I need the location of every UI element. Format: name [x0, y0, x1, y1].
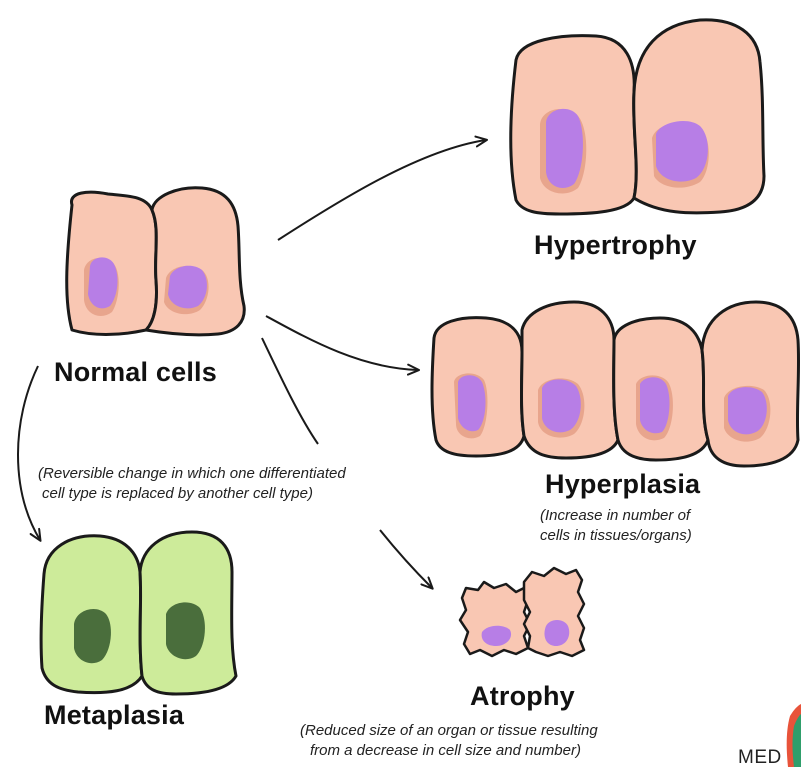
arrow-to-hyperplasia [266, 316, 418, 370]
hypertrophy-cell-right [634, 20, 764, 213]
hypertrophy-cells [511, 20, 764, 214]
note-hyperplasia-line-1: (Increase in number of [540, 506, 770, 526]
note-metaplasia: (Reversible change in which one differen… [38, 464, 438, 504]
metaplasia-cell-right [140, 532, 236, 694]
metaplasia-cell-left [41, 536, 142, 693]
watermark-logo [787, 704, 801, 767]
label-metaplasia: Metaplasia [44, 700, 184, 731]
arrow-to-metaplasia [18, 366, 40, 540]
note-hyperplasia-line-2: cells in tissues/organs) [540, 526, 770, 546]
note-hyperplasia: (Increase in number of cells in tissues/… [540, 506, 770, 546]
normal-cells [67, 188, 245, 335]
normal-cell-right [146, 188, 244, 335]
hyperplasia-cell-2 [522, 302, 619, 458]
watermark-text: MED [738, 747, 782, 769]
hyperplasia-cell-3 [614, 318, 708, 460]
label-atrophy: Atrophy [470, 681, 575, 712]
note-atrophy: (Reduced size of an organ or tissue resu… [300, 721, 720, 761]
atrophy-cell-left [460, 582, 530, 656]
metaplasia-cells [41, 532, 236, 694]
atrophy-cells [460, 568, 584, 656]
hyperplasia-cell-4 [702, 302, 799, 466]
hypertrophy-cell-left [511, 36, 637, 214]
line-to-atrophy [262, 338, 318, 444]
arrow-to-hypertrophy [278, 140, 486, 240]
note-atrophy-line-2: from a decrease in cell size and number) [300, 741, 720, 761]
hyperplasia-cell-1 [432, 318, 524, 456]
label-hyperplasia: Hyperplasia [545, 469, 700, 500]
label-hypertrophy: Hypertrophy [534, 230, 697, 261]
hyperplasia-cells [432, 302, 799, 466]
note-metaplasia-line-1: (Reversible change in which one differen… [38, 464, 438, 484]
label-normal-cells: Normal cells [54, 357, 217, 388]
note-metaplasia-line-2: cell type is replaced by another cell ty… [38, 484, 438, 504]
arrow-to-atrophy [380, 530, 432, 588]
normal-cell-left [67, 192, 157, 334]
note-atrophy-line-1: (Reduced size of an organ or tissue resu… [300, 721, 720, 741]
atrophy-cell-right [524, 568, 584, 656]
